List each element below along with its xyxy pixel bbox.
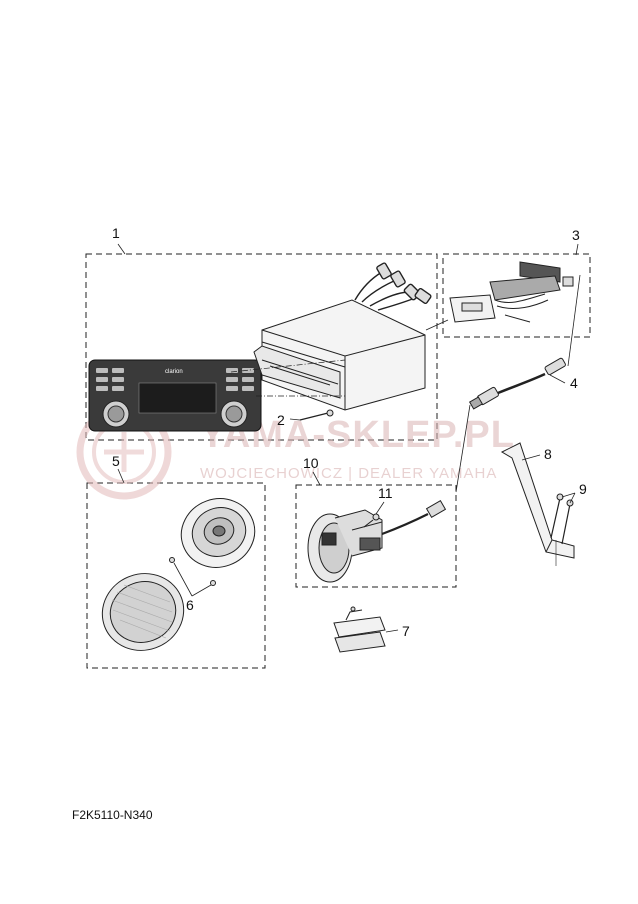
radio-left-buttons — [96, 368, 124, 391]
callout-9: 9 — [579, 481, 587, 497]
callout-7: 7 — [402, 623, 410, 639]
callout-2: 2 — [277, 412, 285, 428]
leader-line-3 — [575, 243, 579, 256]
leader-line-3-cable — [567, 274, 581, 367]
leader-line-2 — [289, 418, 301, 421]
leader-line-6 — [173, 562, 212, 597]
callout-6: 6 — [186, 597, 194, 613]
harness-module — [449, 261, 574, 323]
leader-line-1 — [117, 243, 126, 255]
leader-line-9 — [561, 492, 576, 504]
callout-4: 4 — [570, 375, 578, 391]
radio-wiring-harness — [354, 262, 432, 311]
group-box-5 — [86, 482, 266, 669]
screw-part-2 — [299, 409, 334, 421]
group-box-1 — [85, 253, 438, 441]
screws-part-9 — [550, 493, 574, 545]
radio-alignment-line-2 — [230, 359, 346, 373]
radio-brand-label: clarion — [165, 369, 183, 375]
screws-part-6 — [169, 557, 216, 586]
radio-right-buttons — [226, 368, 254, 391]
leader-line-8 — [521, 454, 541, 461]
watermark-logo-mark — [104, 432, 144, 472]
callout-8: 8 — [544, 446, 552, 462]
diagram-code: F2K5110-N340 — [72, 808, 153, 822]
group-box-10 — [295, 484, 457, 588]
radio-head-unit: clarion — [88, 262, 432, 432]
leader-line-module-radio — [425, 319, 449, 331]
callout-11: 11 — [378, 485, 393, 501]
watermark-sub-text: WOJCIECHOWICZ | DEALER YAMAHA — [200, 465, 497, 482]
radio-display — [138, 382, 217, 414]
radio-left-knob-inner — [107, 405, 125, 423]
callout-3: 3 — [572, 227, 580, 243]
adapter-cable — [468, 357, 566, 410]
group-box-3 — [442, 253, 591, 338]
callout-5: 5 — [112, 453, 120, 469]
leader-line-5 — [117, 468, 125, 484]
radio-mounting-sleeve — [253, 299, 426, 411]
callout-10: 10 — [303, 455, 319, 471]
leader-line-10 — [312, 471, 321, 486]
leader-line-4-gauge — [455, 404, 471, 493]
leader-line-11 — [375, 501, 385, 515]
switch-panel — [333, 606, 386, 653]
speaker-assembly — [101, 498, 256, 651]
radio-right-knob-inner — [225, 405, 243, 423]
callout-1: 1 — [112, 225, 120, 241]
leader-line-4 — [549, 374, 566, 384]
leader-line-7 — [385, 629, 399, 633]
